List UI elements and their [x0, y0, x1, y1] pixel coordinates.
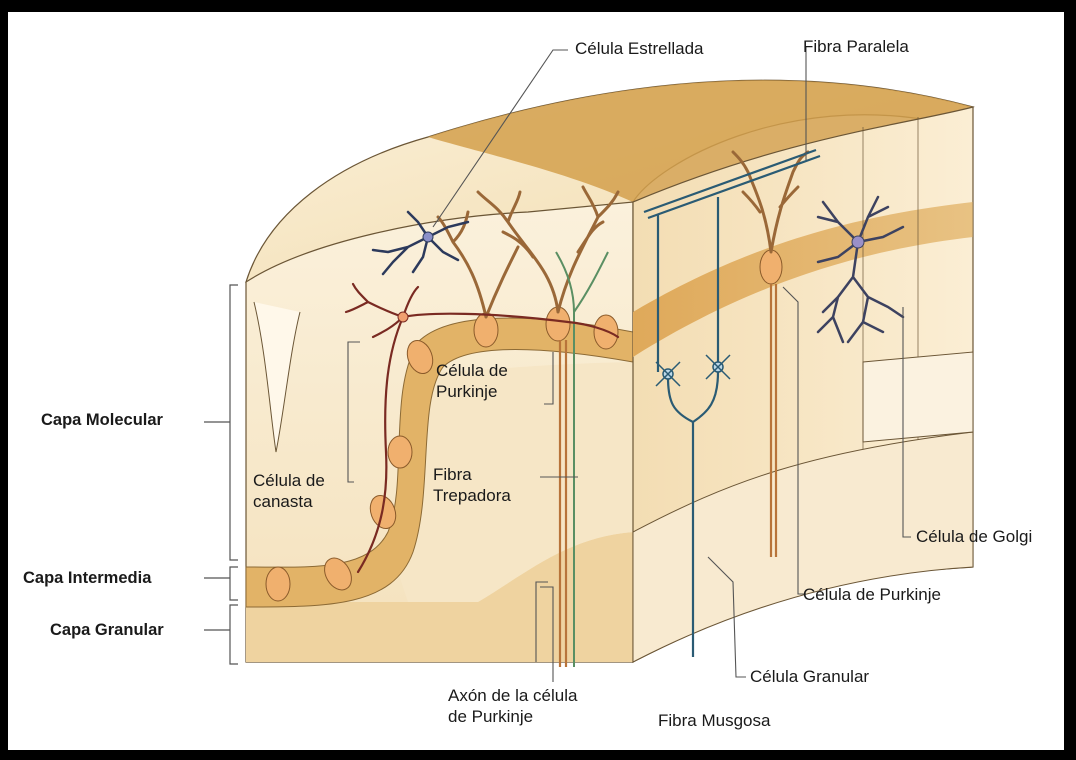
label-celula-purkinje-line1: Célula de [436, 360, 508, 381]
label-celula-canasta-line1: Célula de [253, 470, 325, 491]
label-capa-intermedia: Capa Intermedia [23, 568, 151, 589]
label-fibra-paralela: Fibra Paralela [803, 36, 909, 57]
label-celula-granular: Célula Granular [750, 666, 869, 687]
cerebellar-cortex-illustration [8, 12, 1064, 750]
inner-lower [863, 352, 973, 442]
label-celula-canasta-line2: canasta [253, 491, 325, 512]
basket-cell-soma [398, 312, 408, 322]
label-capa-molecular: Capa Molecular [41, 410, 163, 431]
figure-frame: Célula Estrellada Fibra Paralela Capa Mo… [8, 12, 1064, 750]
label-axon-purkinje-line2: de Purkinje [448, 706, 577, 727]
golgi-cell-soma [852, 236, 864, 248]
label-celula-purkinje-right: Célula de Purkinje [803, 584, 941, 605]
label-celula-purkinje-left: Célula de Purkinje [436, 360, 508, 402]
label-fibra-trepadora-line2: Trepadora [433, 485, 511, 506]
label-axon-purkinje-line1: Axón de la célula [448, 685, 577, 706]
label-fibra-trepadora-line1: Fibra [433, 464, 511, 485]
label-fibra-musgosa: Fibra Musgosa [658, 710, 770, 731]
layer-brackets [204, 285, 238, 664]
label-celula-golgi: Célula de Golgi [916, 526, 1032, 547]
label-fibra-trepadora: Fibra Trepadora [433, 464, 511, 506]
stellate-cell-soma [423, 232, 433, 242]
label-capa-granular: Capa Granular [50, 620, 164, 641]
label-axon-purkinje: Axón de la célula de Purkinje [448, 685, 577, 727]
label-celula-purkinje-line2: Purkinje [436, 381, 508, 402]
label-celula-estrellada: Célula Estrellada [575, 38, 704, 59]
label-celula-canasta: Célula de canasta [253, 470, 325, 512]
